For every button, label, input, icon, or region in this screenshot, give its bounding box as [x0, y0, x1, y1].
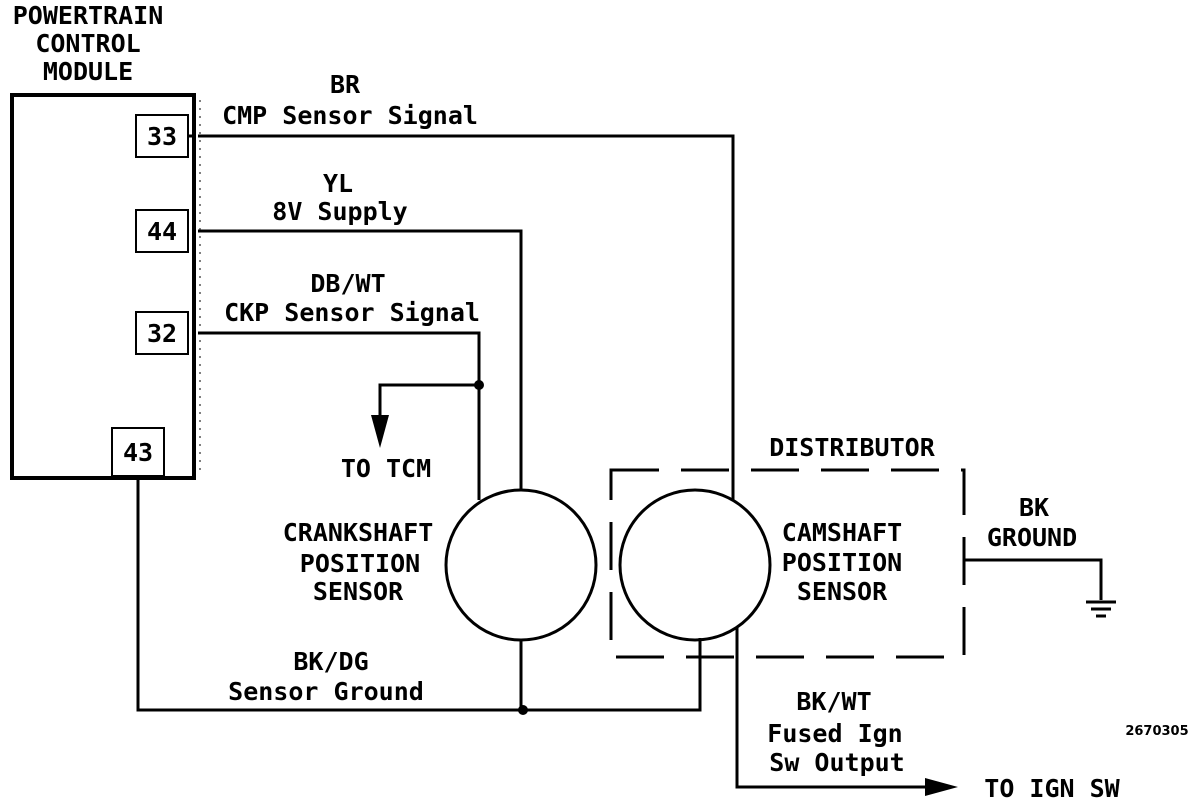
- pcm-pin-43: 43: [111, 427, 165, 477]
- ckp-splice-dot: [474, 380, 484, 390]
- cmp-signal-wire: [188, 134, 735, 500]
- sensor-ground-wire: [136, 476, 702, 712]
- pin-32-label: 32: [147, 319, 177, 348]
- distributor-dashed-box: [609, 468, 966, 659]
- pin-43-label: 43: [123, 438, 153, 467]
- camshaft-sensor-circle: [618, 488, 772, 642]
- ckp-wire-name: CKP Sensor Signal: [224, 298, 480, 327]
- to-tcm-label: TO TCM: [341, 454, 431, 483]
- supply-wire-name: 8V Supply: [272, 197, 407, 226]
- to-ign-sw-label: TO IGN SW: [984, 774, 1120, 803]
- ign-arrow-icon: [925, 778, 958, 796]
- ign-wire-name-line-2: Sw Output: [769, 748, 904, 777]
- ckp-wire-color: DB/WT: [310, 269, 385, 298]
- pcm-pin-32: 32: [135, 311, 189, 355]
- cmp-wire-color: BR: [330, 70, 361, 99]
- supply-wire-color: YL: [323, 169, 353, 198]
- supply-8v-wire: [198, 229, 523, 490]
- ground-symbol-icon: [1086, 600, 1116, 618]
- pin-44-label: 44: [147, 217, 177, 246]
- dist-ground-color: BK: [1019, 493, 1049, 522]
- distributor-label: DISTRIBUTOR: [769, 433, 936, 462]
- pcm-title-line-2: CONTROL: [35, 29, 140, 58]
- pin-33-label: 33: [147, 122, 177, 151]
- figure-id: 2670305: [1125, 724, 1188, 739]
- cmp-wire-name: CMP Sensor Signal: [222, 101, 478, 130]
- ign-wire-name-line-1: Fused Ign: [767, 719, 902, 748]
- pcm-pin-33: 33: [135, 114, 189, 158]
- distributor-ground-wire: [964, 558, 1103, 600]
- crankshaft-label-line-3: SENSOR: [313, 577, 404, 606]
- pcm-pin-44: 44: [135, 209, 189, 253]
- camshaft-label-line-2: POSITION: [782, 548, 902, 577]
- camshaft-label-line-3: SENSOR: [797, 577, 888, 606]
- crankshaft-label-line-1: CRANKSHAFT: [283, 518, 434, 547]
- ign-wire-color: BK/WT: [796, 687, 871, 716]
- pcm-title-line-1: POWERTRAIN: [13, 1, 164, 30]
- crankshaft-sensor-circle: [444, 488, 598, 642]
- tcm-branch-wire: [378, 383, 479, 418]
- pcm-module-box: [10, 93, 196, 480]
- pcm-title-line-3: MODULE: [43, 57, 133, 86]
- ign-output-wire: [735, 628, 930, 789]
- tcm-arrow-icon: [371, 415, 389, 448]
- crankshaft-label-line-2: POSITION: [300, 549, 420, 578]
- dist-ground-name: GROUND: [987, 523, 1077, 552]
- ground-wire-color: BK/DG: [293, 647, 368, 676]
- camshaft-label-line-1: CAMSHAFT: [782, 518, 902, 547]
- ckp-signal-wire: [198, 331, 481, 500]
- ground-splice-dot: [518, 705, 528, 715]
- ground-wire-name: Sensor Ground: [228, 677, 424, 706]
